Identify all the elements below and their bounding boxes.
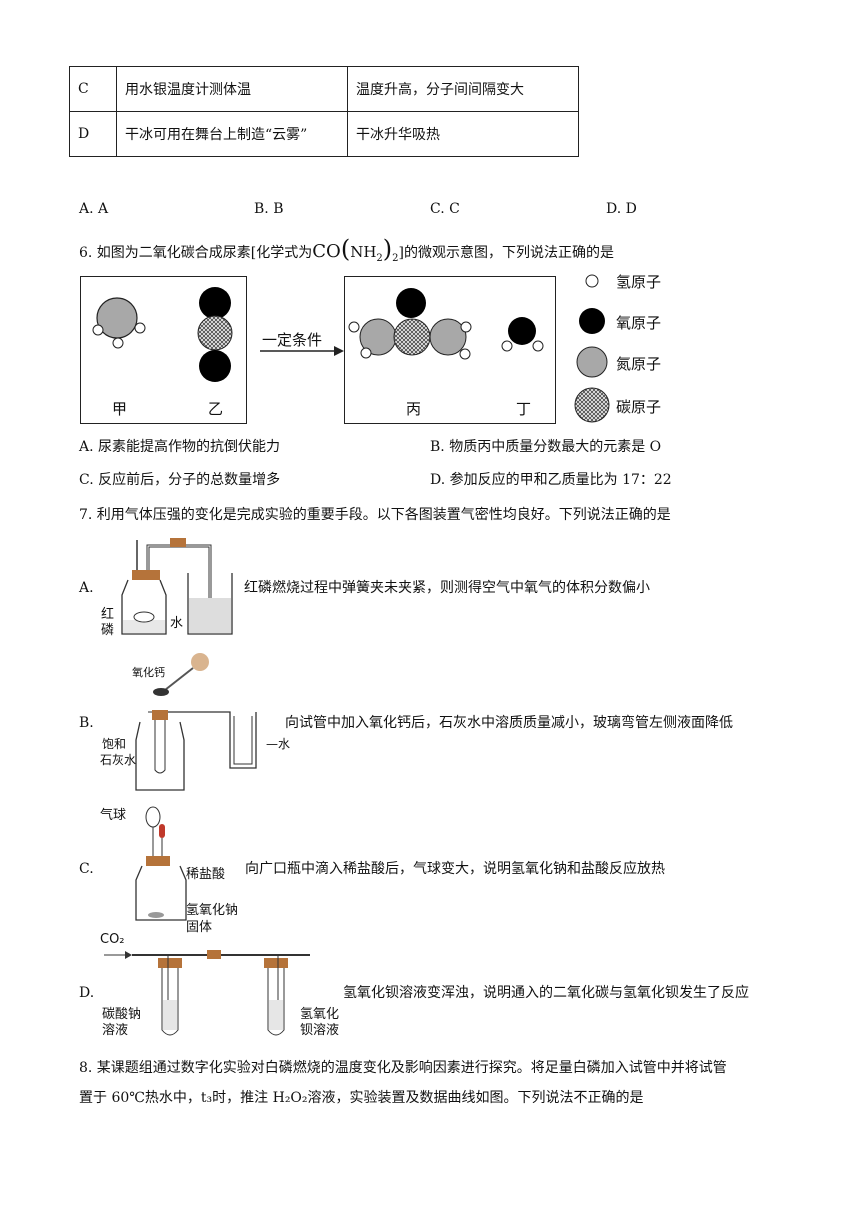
label-ding: 丁	[516, 400, 532, 418]
label-saturated: 饱和	[102, 737, 127, 751]
label-jia: 甲	[112, 400, 128, 418]
legend-nitrogen: 氮原子	[616, 355, 662, 373]
row-letter: C	[69, 66, 117, 112]
q7-option-a-letter[interactable]: A.	[79, 580, 94, 596]
label-na2co3: 碳酸钠	[102, 1007, 142, 1022]
legend-hydrogen: 氢原子	[616, 273, 662, 291]
label-water-b: —水	[266, 737, 291, 751]
label-balloon: 气球	[100, 808, 127, 823]
q7-option-d-letter[interactable]: D.	[79, 985, 95, 1001]
formula-co: CO	[312, 241, 341, 262]
label-red: 红	[101, 607, 115, 622]
q7-option-a-text[interactable]: 红磷燃烧过程中弹簧夹未夹紧，则测得空气中氧气的体积分数偏小	[244, 580, 650, 596]
label-co2: CO₂	[100, 932, 125, 947]
legend-carbon: 碳原子	[616, 398, 662, 416]
label-water: 水	[170, 616, 184, 631]
table-row: D 干冰可用在舞台上制造“云雾” 干冰升华吸热	[69, 111, 579, 157]
choice-b[interactable]: B. B	[254, 201, 284, 217]
stem-text: 6. 如图为二氧化碳合成尿素[化学式为	[79, 245, 313, 261]
q6-option-d[interactable]: D. 参加反应的甲和乙质量比为 17：22	[430, 472, 672, 488]
label-solid: 固体	[186, 920, 213, 935]
formula-nh: NH	[350, 243, 377, 261]
choice-c[interactable]: C. C	[430, 201, 460, 217]
question-7-stem: 7. 利用气体压强的变化是完成实验的重要手段。以下各图装置气密性均良好。下列说法…	[79, 507, 671, 523]
choice-d[interactable]: D. D	[606, 201, 637, 217]
question-6-stem: 6. 如图为二氧化碳合成尿素[化学式为CO(NH2)2]的微观示意图，下列说法正…	[79, 235, 614, 264]
label-cao: 氧化钙	[132, 666, 165, 679]
row-action: 干冰可用在舞台上制造“云雾”	[116, 111, 348, 157]
label-solution: 溶液	[102, 1023, 129, 1038]
q6-option-c[interactable]: C. 反应前后，分子的总数量增多	[79, 472, 281, 488]
choice-a[interactable]: A. A	[79, 201, 109, 217]
formula-sub: 2	[392, 252, 399, 264]
question-8-line1: 8. 某课题组通过数字化实验对白磷燃烧的温度变化及影响因素进行探究。将足量白磷加…	[79, 1060, 727, 1076]
formula-sub: 2	[376, 252, 383, 264]
label-yi: 乙	[208, 400, 224, 418]
q7-option-d-text[interactable]: 氢氧化钡溶液变浑浊，说明通入的二氧化碳与氢氧化钡发生了反应	[343, 985, 749, 1001]
label-ba-solution: 钡溶液	[300, 1023, 340, 1038]
condition-label: 一定条件	[262, 331, 323, 349]
label-baoh2: 氢氧化	[300, 1007, 340, 1022]
q7-option-c-letter[interactable]: C.	[79, 861, 94, 877]
option-table: C 用水银温度计测体温 温度升高，分子间间隔变大 D 干冰可用在舞台上制造“云雾…	[69, 66, 579, 157]
stem-text: ]的微观示意图，下列说法正确的是	[398, 245, 614, 261]
legend-oxygen: 氧原子	[616, 314, 662, 332]
q7-option-c-text[interactable]: 向广口瓶中滴入稀盐酸后，气球变大，说明氢氧化钠和盐酸反应放热	[245, 861, 665, 877]
q7-option-b-text[interactable]: 向试管中加入氧化钙后，石灰水中溶质质量减小，玻璃弯管左侧液面降低	[285, 715, 733, 731]
label-bing: 丙	[406, 400, 422, 418]
label-dilute-hcl: 稀盐酸	[186, 867, 226, 882]
q7-option-b-letter[interactable]: B.	[79, 715, 94, 731]
label-water-b-text: 水	[278, 737, 291, 751]
row-letter: D	[69, 111, 117, 157]
q6-option-b[interactable]: B. 物质丙中质量分数最大的元素是 O	[430, 439, 662, 455]
row-reason: 干冰升华吸热	[347, 111, 579, 157]
question-8-line2: 置于 60℃热水中，t₃时，推注 H₂O₂溶液，实验装置及数据曲线如图。下列说法…	[79, 1090, 644, 1106]
label-naoh: 氢氧化钠	[186, 903, 239, 918]
label-phosphorus: 磷	[101, 623, 115, 638]
row-reason: 温度升高，分子间间隔变大	[347, 66, 579, 112]
q6-option-a[interactable]: A. 尿素能提高作物的抗倒伏能力	[79, 439, 281, 455]
label-limewater: 石灰水	[100, 753, 137, 767]
table-row: C 用水银温度计测体温 温度升高，分子间间隔变大	[69, 66, 579, 112]
